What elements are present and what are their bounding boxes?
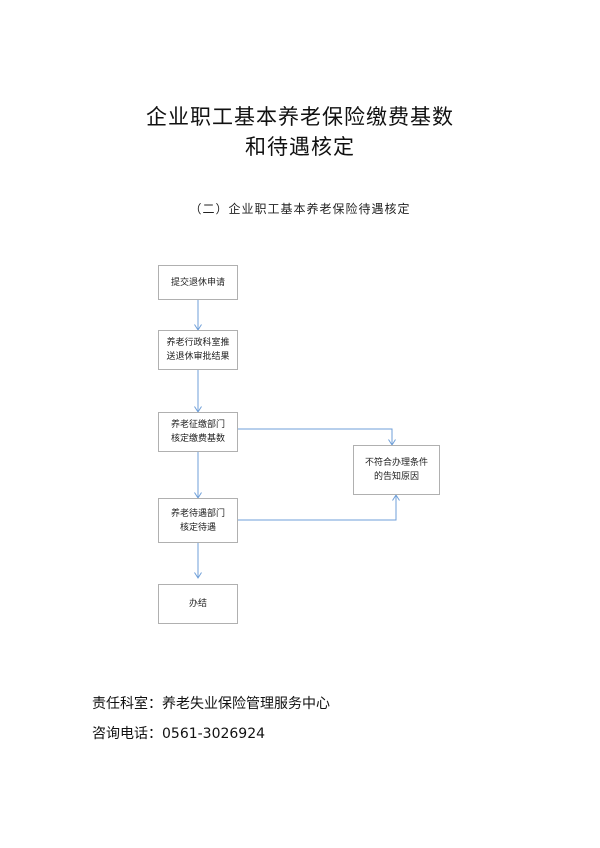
flow-node-completed: 办结 <box>158 584 238 624</box>
section-subtitle: （二）企业职工基本养老保险待遇核定 <box>189 202 411 216</box>
flow-node-ineligible-notice: 不符合办理条件 的告知原因 <box>353 445 440 495</box>
flow-node-submit-application: 提交退休申请 <box>158 265 238 300</box>
flow-node-verify-treatment: 养老待遇部门 核定待遇 <box>158 498 238 543</box>
page-title-line-2: 和待遇核定 <box>245 135 355 159</box>
page-title-line-1: 企业职工基本养老保险缴费基数 <box>146 105 454 129</box>
flow-node-push-retirement-approval: 养老行政科室推 送退休审批结果 <box>158 330 238 370</box>
arrow-base-to-notice <box>238 428 396 446</box>
consultation-phone: 咨询电话：0561-3026924 <box>92 726 266 742</box>
responsible-department: 责任科室：养老失业保险管理服务中心 <box>92 696 330 712</box>
arrow-treatment-to-notice <box>238 494 400 521</box>
flow-node-verify-contribution-base: 养老征缴部门 核定缴费基数 <box>158 412 238 452</box>
